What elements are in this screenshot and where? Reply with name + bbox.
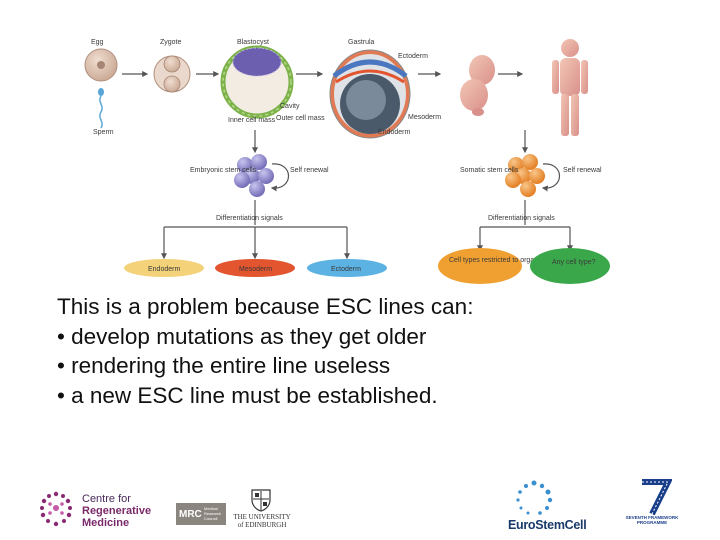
label-outer-cell-mass: Outer cell mass — [276, 115, 325, 122]
crm-line-2: Regenerative — [82, 505, 152, 517]
label-any-cell-box: Any cell type? — [552, 259, 596, 266]
somatic-stem-cells-cluster — [505, 154, 545, 197]
label-self-renewal-left: Self renewal — [290, 167, 329, 174]
egg-illustration — [84, 48, 118, 82]
mesoderm-ellipse — [215, 259, 295, 277]
adult-illustration — [552, 39, 588, 136]
label-embryonic-stem-cells: Embryonic stem cells — [190, 167, 257, 174]
label-endoderm-top: Endoderm — [378, 129, 410, 136]
crm-line-1: Centre for — [82, 493, 131, 505]
blastocyst-illustration — [220, 45, 294, 119]
label-sperm: Sperm — [93, 129, 114, 136]
label-endoderm-box: Endoderm — [148, 266, 180, 273]
crm-logo-mark — [40, 491, 72, 527]
endoderm-ellipse — [124, 259, 204, 277]
zygote-illustration — [153, 55, 191, 93]
label-differentiation-left: Differentiation signals — [216, 215, 283, 222]
crm-logo-text: Centre for Regenerative Medicine — [82, 493, 151, 529]
mrc-logo-text: MRC — [179, 509, 202, 520]
label-zygote: Zygote — [160, 39, 182, 46]
edinburgh-logo-text: THE UNIVERSITY of EDINBURGH — [233, 513, 291, 529]
label-ectoderm-box: Ectoderm — [331, 266, 361, 273]
crm-line-3: Medicine — [82, 517, 130, 529]
text-line-1: This is a problem because ESC lines can: — [57, 294, 474, 319]
restricted-cell-types-ellipse — [438, 248, 522, 284]
sperm-illustration — [98, 88, 104, 129]
label-ectoderm-top: Ectoderm — [398, 53, 428, 60]
label-gastrula: Gastrula — [348, 39, 375, 46]
gastrula-illustration — [329, 49, 411, 139]
label-cavity: Cavity — [280, 103, 300, 110]
edinburgh-crest-icon — [251, 489, 271, 512]
label-self-renewal-right: Self renewal — [563, 167, 602, 174]
label-differentiation-right: Differentiation signals — [488, 215, 555, 222]
label-blastocyst: Blastocyst — [237, 39, 269, 46]
text-line-3: • rendering the entire line useless — [57, 353, 391, 378]
label-somatic-stem-cells: Somatic stem cells — [460, 167, 519, 174]
label-mesoderm-top: Mesoderm — [408, 114, 441, 121]
fetus-illustration — [460, 55, 495, 116]
mrc-logo: MRC Medical Research Council — [176, 503, 226, 525]
stem-cell-development-diagram: Egg Sperm Zygote Blastocyst Cavity Inner… — [84, 39, 610, 284]
label-restricted-box: Cell types restricted to organ source — [449, 257, 561, 264]
eurostemcell-logo-text: EuroStemCell — [508, 518, 587, 532]
embryonic-stem-cells-cluster — [234, 154, 274, 197]
fp7-logo-mark — [642, 479, 672, 516]
any-cell-type-ellipse — [530, 248, 610, 284]
label-mesoderm-box: Mesoderm — [239, 266, 272, 273]
eurostemcell-logo-mark — [516, 480, 553, 515]
ectoderm-ellipse — [307, 259, 387, 277]
label-egg: Egg — [91, 39, 104, 46]
label-inner-cell-mass: Inner cell mass — [228, 117, 276, 124]
text-line-2: • develop mutations as they get older — [57, 323, 427, 349]
text-line-4: • a new ESC line must be established. — [57, 382, 438, 408]
bullet-text: This is a problem because ESC lines can:… — [57, 292, 473, 410]
fp7-logo-text: SEVENTH FRAMEWORK PROGRAMME — [625, 515, 679, 525]
mrc-logo-subtext: Medical Research Council — [204, 506, 222, 521]
